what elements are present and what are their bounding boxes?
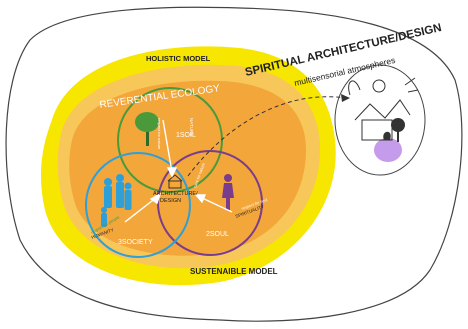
center-label-2: DESIGN <box>160 198 181 204</box>
nature-small-label: NATURE <box>189 118 194 136</box>
house-icon <box>167 174 183 189</box>
soil-label: 1SOIL <box>176 132 196 139</box>
people-icon <box>101 174 132 227</box>
dashed-link-arrow <box>187 96 346 177</box>
spiritual-person-icon <box>222 174 234 210</box>
tree-icon <box>135 112 159 146</box>
respect-arrows <box>124 119 233 223</box>
dashed-arrowhead-icon <box>341 94 350 102</box>
multisensorial-sketch <box>334 64 426 176</box>
society-circle <box>85 152 191 258</box>
center-label-1: ARCHITECTURE/ <box>153 191 198 197</box>
soul-circle <box>157 150 263 256</box>
soul-label: 2SOUL <box>206 231 229 238</box>
sustainable-label: SUSTENAIBLE MODEL <box>190 267 278 276</box>
holistic-label: HOLISTIC MODEL <box>146 54 211 63</box>
society-label: 3SOCIETY <box>118 239 153 246</box>
reverential-ecology-region <box>69 80 306 256</box>
respect-nature-label: respect for nature <box>157 118 162 150</box>
outer-boundary <box>5 6 463 322</box>
